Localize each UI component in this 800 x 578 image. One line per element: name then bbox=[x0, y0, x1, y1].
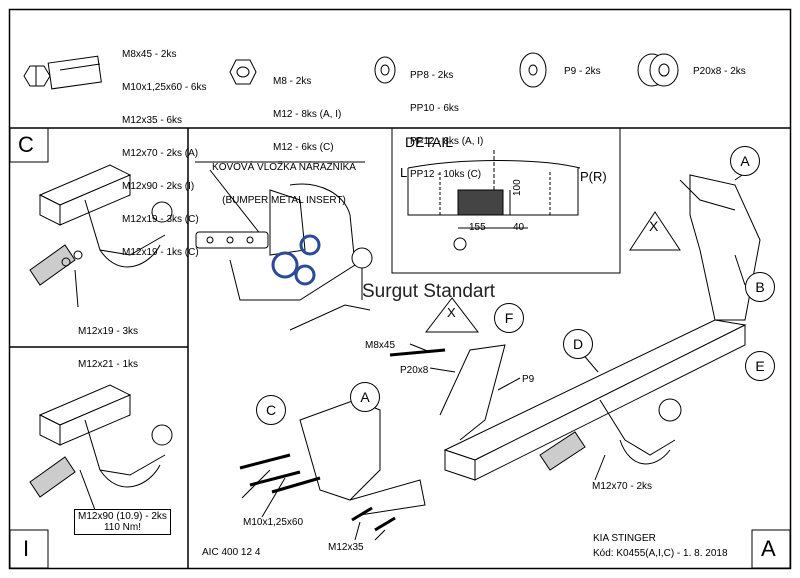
m12x70-label: M12x70 - 2ks bbox=[592, 481, 653, 492]
washer-p9-icon bbox=[519, 52, 547, 88]
bolt-item: M12x90 (10.9) - 2ks bbox=[78, 511, 167, 522]
callout-a-right: A bbox=[730, 146, 760, 176]
p9-main-label: P9 bbox=[522, 374, 535, 385]
bolt-item: M12x19 - 3ks bbox=[78, 326, 139, 337]
washer-icon bbox=[374, 56, 396, 84]
detail-title: DETAIL bbox=[405, 134, 453, 150]
footer-model: KIA STINGER bbox=[593, 533, 656, 544]
nut-item: M8 - 2ks bbox=[273, 76, 312, 87]
footer-code-left: AIC 400 12 4 bbox=[202, 547, 261, 558]
p9-label: P9 - 2ks bbox=[564, 66, 601, 77]
callout-d: D bbox=[563, 329, 593, 359]
torque-note: 110 Nm! bbox=[103, 522, 141, 533]
spacer-p20-icon bbox=[637, 53, 679, 87]
bolt-item: M12x35 - 6ks bbox=[122, 115, 183, 126]
washer-item: PP12 - 8ks (A, I) bbox=[410, 136, 484, 147]
variant-c-label: C bbox=[18, 132, 34, 157]
warning-x-center: X bbox=[447, 305, 456, 320]
bumper-insert-label: KOVOVÁ VLOŽKA NÁRAZNÍKA (BUMPER METAL IN… bbox=[212, 162, 356, 206]
watermark-text: Surgut Standart bbox=[362, 281, 496, 302]
variant-c-bolts: M12x19 - 3ks M12x21 - 1ks bbox=[78, 304, 138, 392]
nut-item: M12 - 8ks (A, I) bbox=[273, 109, 342, 120]
detail-inset bbox=[391, 127, 621, 274]
hitch-c-drawing bbox=[29, 164, 173, 286]
m12x35-label: M12x35 bbox=[328, 542, 364, 553]
bolt-item: M12x19 - 3ks (C) bbox=[122, 214, 199, 225]
washer-item: PP10 - 6ks bbox=[410, 103, 459, 114]
hitch-i-drawing bbox=[29, 384, 173, 498]
bolt-item: M8x45 - 2ks bbox=[122, 49, 177, 60]
nut-item: M12 - 6ks (C) bbox=[273, 142, 334, 153]
dim-offset: 40 bbox=[513, 222, 525, 233]
p20-label: P20x8 - 2ks bbox=[693, 66, 746, 77]
p20x8-label: P20x8 bbox=[400, 365, 429, 376]
callout-a-left: A bbox=[350, 382, 380, 412]
dim-height: 100 bbox=[512, 179, 523, 196]
bolt-icon bbox=[23, 55, 102, 90]
watermark-logo bbox=[271, 234, 321, 286]
washer-item: PP12 - 10ks (C) bbox=[410, 169, 482, 180]
callout-f: F bbox=[494, 303, 524, 333]
warning-triangle-right bbox=[629, 211, 681, 251]
washer-list: PP8 - 2ks PP10 - 6ks PP12 - 8ks (A, I) P… bbox=[410, 48, 483, 202]
detail-right: P(R) bbox=[580, 169, 607, 184]
bolt-item: M10x1,25x60 - 6ks bbox=[122, 82, 207, 93]
bumper-insert-drawing bbox=[195, 161, 373, 331]
detail-left: L bbox=[400, 165, 408, 180]
callout-e: E bbox=[745, 351, 775, 381]
bolt-item: M12x90 - 2ks (I) bbox=[122, 181, 195, 192]
bolt-item: M12x70 - 2ks (A) bbox=[122, 148, 199, 159]
bolt-list: M8x45 - 2ks M10x1,25x60 - 6ks M12x35 - 6… bbox=[122, 27, 207, 280]
warning-x-right: X bbox=[649, 218, 659, 234]
nut-list: M8 - 2ks M12 - 8ks (A, I) M12 - 6ks (C) bbox=[273, 54, 341, 175]
callout-c: C bbox=[256, 395, 286, 425]
dim-width: 155 bbox=[469, 222, 486, 233]
bolt-item: M12x21 - 1ks bbox=[78, 359, 139, 370]
m10-label: M10x1,25x60 bbox=[243, 517, 304, 528]
washer-item: PP8 - 2ks bbox=[410, 70, 454, 81]
footer-code: Kód: K0455(A,I,C) - 1. 8. 2018 bbox=[593, 548, 728, 559]
footer-variant: A bbox=[761, 536, 776, 561]
bolt-item: M12x19 - 1ks (C) bbox=[122, 247, 199, 258]
main-hitch-drawing bbox=[74, 165, 761, 541]
callout-b: B bbox=[745, 272, 775, 302]
warning-triangle-center bbox=[424, 297, 480, 333]
variant-i-label: I bbox=[23, 536, 30, 561]
m8x45-label: M8x45 bbox=[365, 340, 396, 351]
variant-i-bolts: M12x90 (10.9) - 2ks 110 Nm! bbox=[74, 509, 171, 535]
nut-icon bbox=[229, 59, 257, 85]
